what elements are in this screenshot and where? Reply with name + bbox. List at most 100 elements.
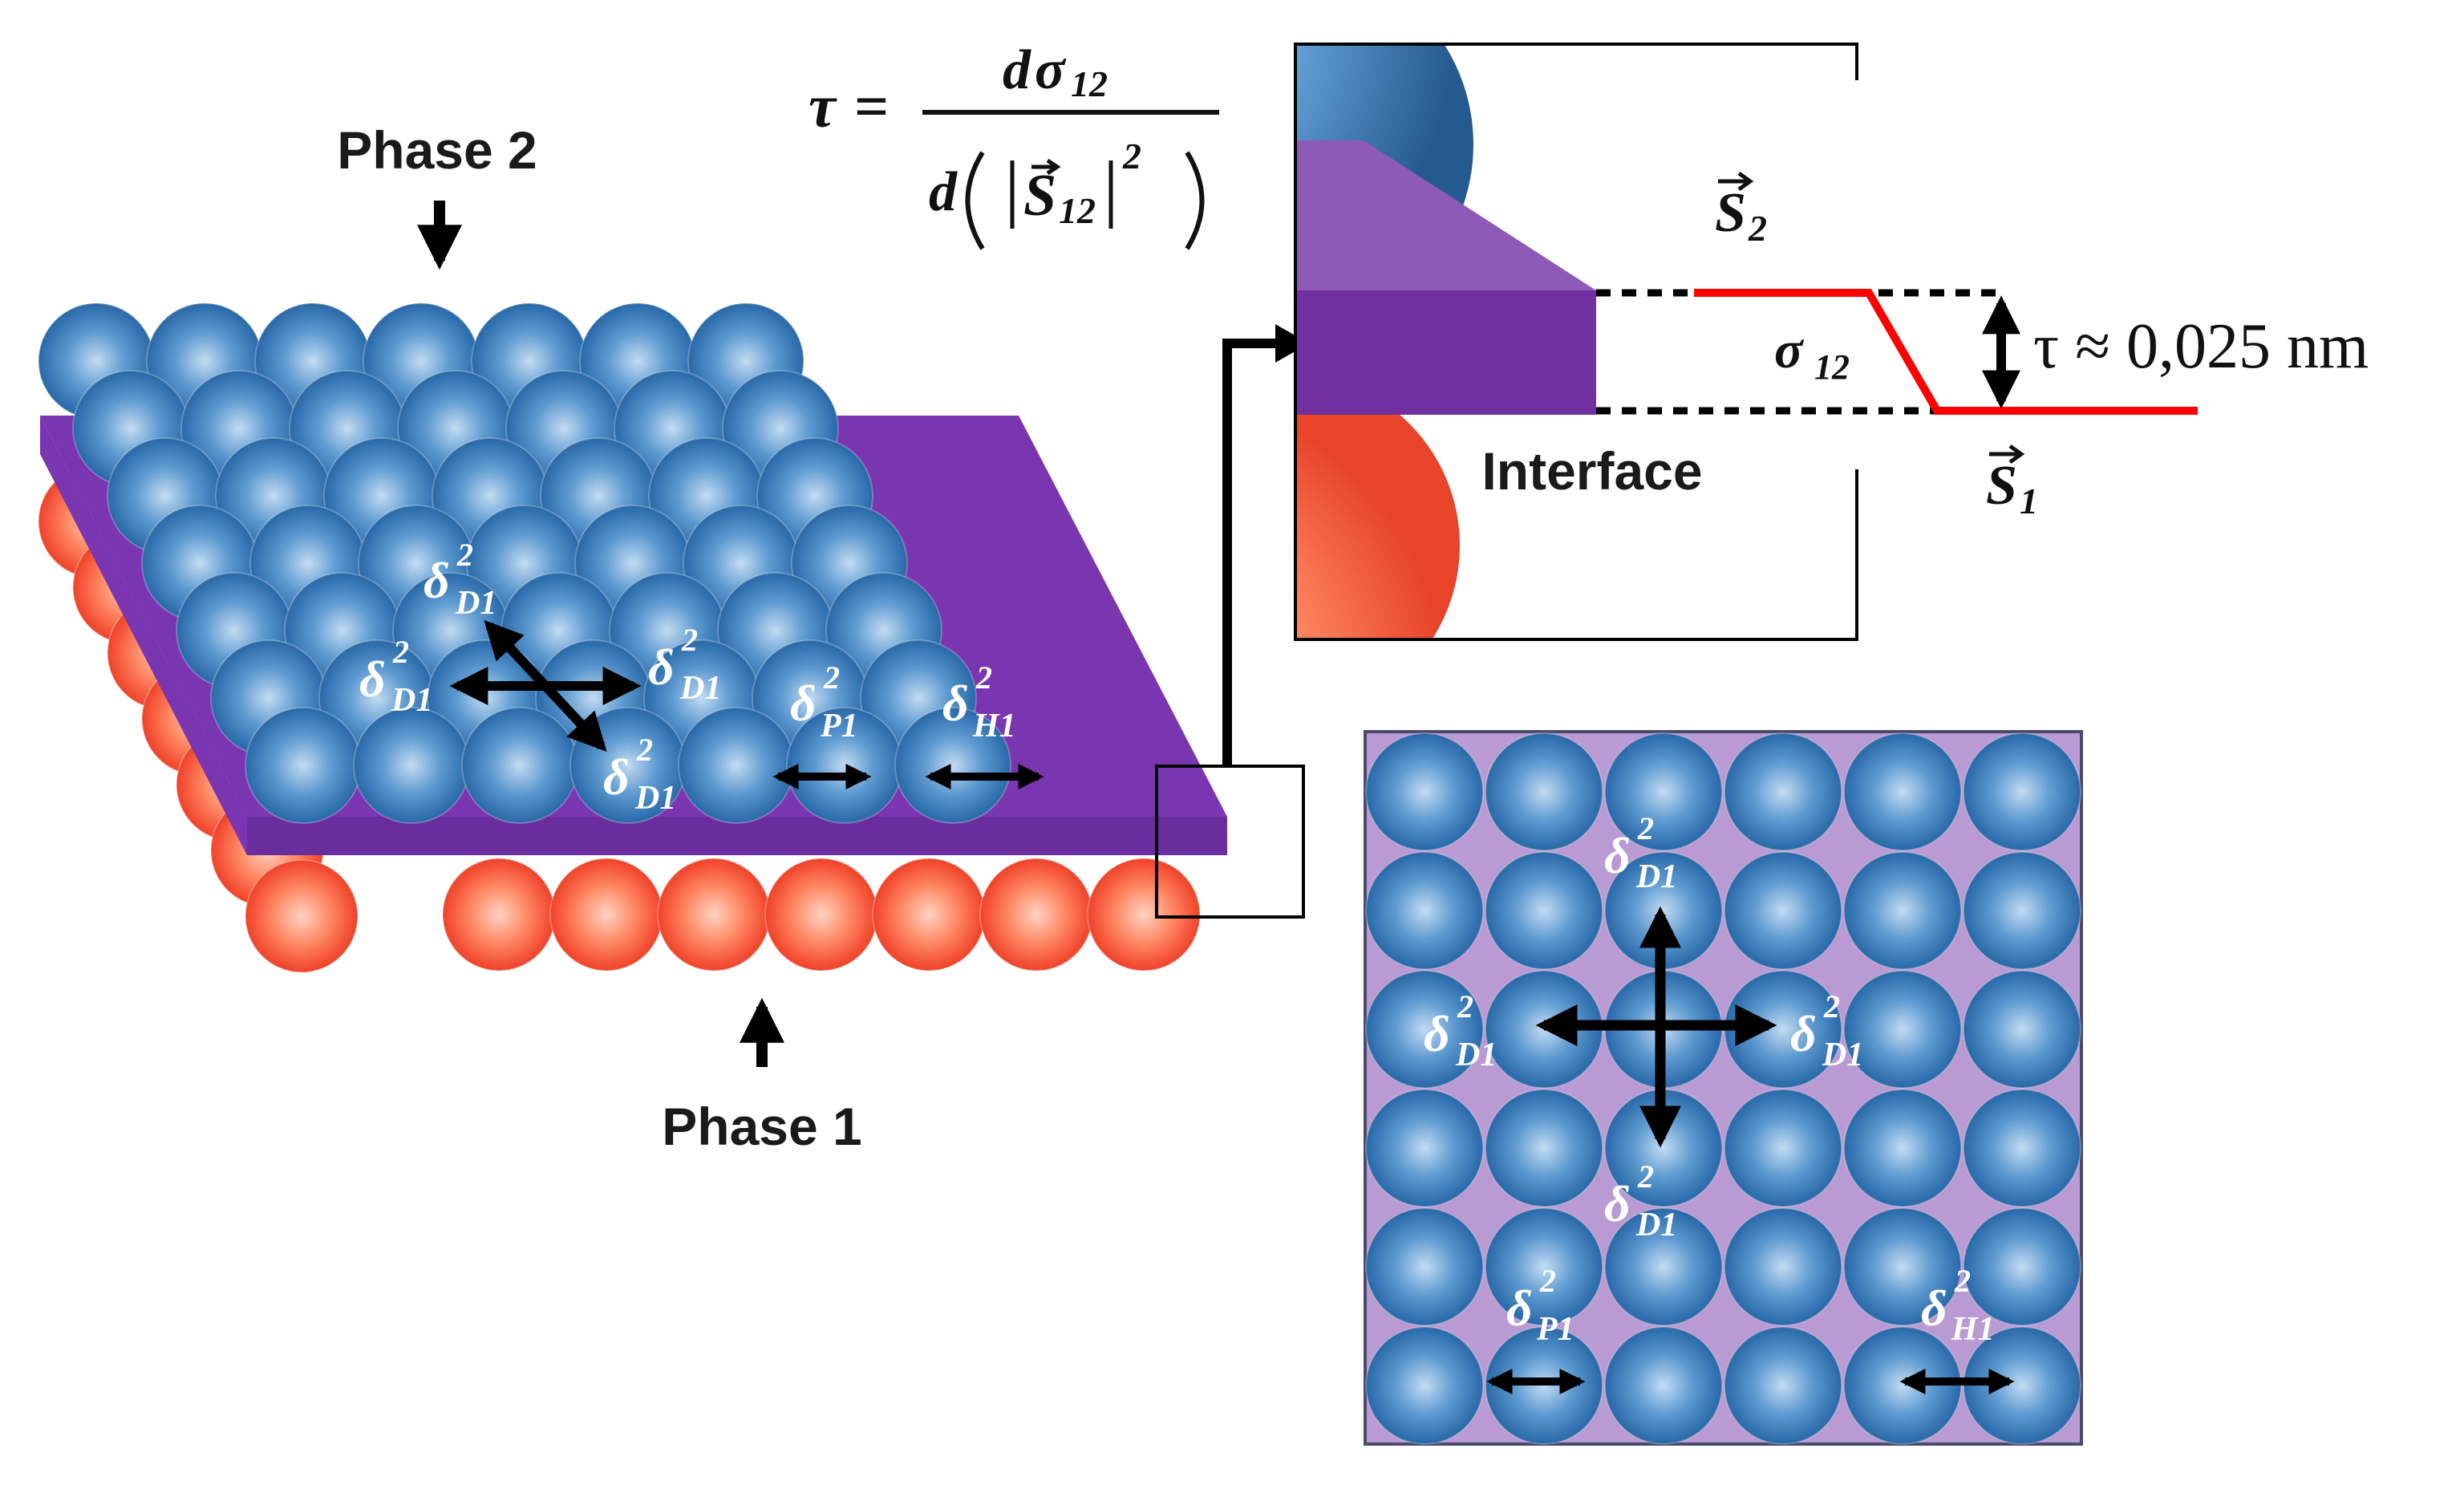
svg-text:2: 2 (823, 659, 840, 696)
delta-h1-label: δ 2 H1 (942, 659, 1016, 745)
svg-text:δ: δ (1604, 1175, 1631, 1232)
svg-text:D1: D1 (1455, 1037, 1497, 1073)
grid-sphere (1963, 732, 2081, 851)
svg-text:P1: P1 (820, 708, 858, 745)
svg-text:d: d (929, 161, 958, 223)
svg-text:2: 2 (1637, 1158, 1654, 1195)
svg-text:δ: δ (1790, 1005, 1817, 1062)
svg-text:σ: σ (1774, 321, 1805, 379)
svg-text:2: 2 (1539, 1263, 1556, 1299)
phase1-sphere (979, 858, 1093, 972)
svg-text:δ: δ (1424, 1005, 1450, 1062)
interface-layer-side (40, 416, 247, 855)
svg-text:2: 2 (1954, 1263, 1971, 1299)
grid-sphere (1604, 732, 1723, 851)
phase1-sphere (442, 858, 556, 972)
svg-text:δ: δ (648, 639, 675, 696)
svg-text:2: 2 (1122, 136, 1141, 176)
svg-text:2: 2 (1457, 988, 1473, 1024)
grid-sphere (1843, 851, 1962, 970)
grid-delta-d1-left: δ 2 D1 (1424, 988, 1497, 1073)
phase2-sphere-layer (38, 302, 1011, 824)
svg-text:12: 12 (1059, 190, 1096, 231)
tau-equation: τ = d σ 12 d S 12 2 (808, 39, 1219, 250)
svg-text:2: 2 (681, 622, 698, 658)
top-view-sphere-grid (1365, 732, 2081, 1445)
grid-sphere (1485, 732, 1603, 851)
svg-text:S: S (1715, 182, 1746, 244)
grid-sphere (1843, 732, 1962, 851)
svg-text:τ ≈ 0,025 nm: τ ≈ 0,025 nm (2033, 311, 2369, 382)
zoom-interface-gradient (1295, 140, 1596, 290)
phase2-sphere (353, 707, 470, 824)
zoom-phase1-sphere (1295, 373, 1460, 639)
zoom-frame (1294, 43, 1858, 641)
delta-d1-bottom-label: δ 2 D1 (603, 732, 676, 817)
svg-text:δ: δ (1506, 1280, 1533, 1337)
svg-text:δ: δ (1604, 827, 1631, 884)
svg-text:H1: H1 (972, 708, 1016, 745)
svg-text:2: 2 (1748, 208, 1767, 249)
grid-sphere (1963, 1089, 2081, 1207)
phase2-sphere (678, 707, 795, 824)
svg-text:H1: H1 (1951, 1311, 1995, 1348)
phase1-sphere (872, 858, 986, 972)
svg-text:δ: δ (942, 675, 969, 732)
grid-sphere (1485, 851, 1603, 970)
svg-text:12: 12 (1814, 347, 1850, 387)
svg-text:2: 2 (456, 537, 473, 573)
svg-text:=: = (854, 73, 889, 140)
svg-text:D1: D1 (634, 780, 676, 817)
grid-sphere (1365, 732, 1484, 851)
svg-text:D1: D1 (1635, 858, 1677, 895)
grid-sphere (1365, 1326, 1484, 1445)
grid-sphere (1365, 851, 1484, 970)
grid-delta-p1: δ 2 P1 (1506, 1263, 1574, 1348)
grid-sphere (1963, 851, 2081, 970)
grid-sphere (1365, 1089, 1484, 1207)
tau-thickness-label: τ ≈ 0,025 nm (2033, 311, 2369, 382)
grid-sphere (1963, 970, 2081, 1089)
phase1-label: Phase 1 (662, 1097, 862, 1156)
s2-vector-label: S 2 (1715, 171, 1767, 249)
svg-text:d: d (1003, 39, 1031, 101)
svg-text:δ: δ (790, 675, 817, 732)
phase1-sphere (657, 858, 771, 972)
zoom-interface-layer (1295, 290, 1596, 415)
interface-label: Interface (1481, 441, 1702, 501)
right-arrow-icon (1222, 324, 1309, 766)
grid-delta-d1-right: δ 2 D1 (1790, 988, 1863, 1073)
grid-delta-h1: δ 2 H1 (1921, 1263, 1995, 1348)
phase2-label: Phase 2 (337, 120, 537, 180)
svg-text:σ: σ (1035, 39, 1067, 101)
phase1-sphere (1087, 858, 1201, 972)
delta-d1-right-label: δ 2 D1 (648, 622, 721, 707)
grid-sphere (1843, 1089, 1962, 1207)
grid-delta-d1-bottom: δ 2 D1 (1604, 1158, 1677, 1244)
interface-zoom-panel: τ ≈ 0,025 nm σ 12 S 2 S 1 Interface (1294, 43, 2369, 641)
sigma12-label: σ 12 (1774, 321, 1850, 387)
grid-sphere (1365, 1207, 1484, 1326)
svg-text:τ: τ (808, 73, 837, 140)
grid-sphere (1724, 1207, 1842, 1326)
svg-text:δ: δ (603, 749, 630, 805)
svg-text:2: 2 (1823, 988, 1840, 1024)
grid-sphere (1843, 970, 1962, 1089)
phase1-sphere (549, 858, 663, 972)
svg-text:δ: δ (424, 552, 450, 609)
svg-text:S: S (1986, 455, 2017, 517)
svg-text:D1: D1 (1822, 1037, 1863, 1073)
grid-cross-arrows (1535, 906, 1777, 1148)
svg-text:S: S (1023, 163, 1056, 229)
phase2-sphere (461, 707, 578, 824)
svg-text:1: 1 (2020, 481, 2038, 521)
sigma-profile-line (1694, 289, 2198, 415)
svg-text:D1: D1 (455, 585, 496, 622)
phase1-sphere (764, 858, 878, 972)
phase2-sphere (245, 707, 362, 824)
s1-vector-label: S 1 (1986, 444, 2038, 521)
grid-sphere (1485, 1207, 1603, 1326)
grid-sphere (1724, 851, 1842, 970)
svg-text:δ: δ (1921, 1280, 1947, 1337)
